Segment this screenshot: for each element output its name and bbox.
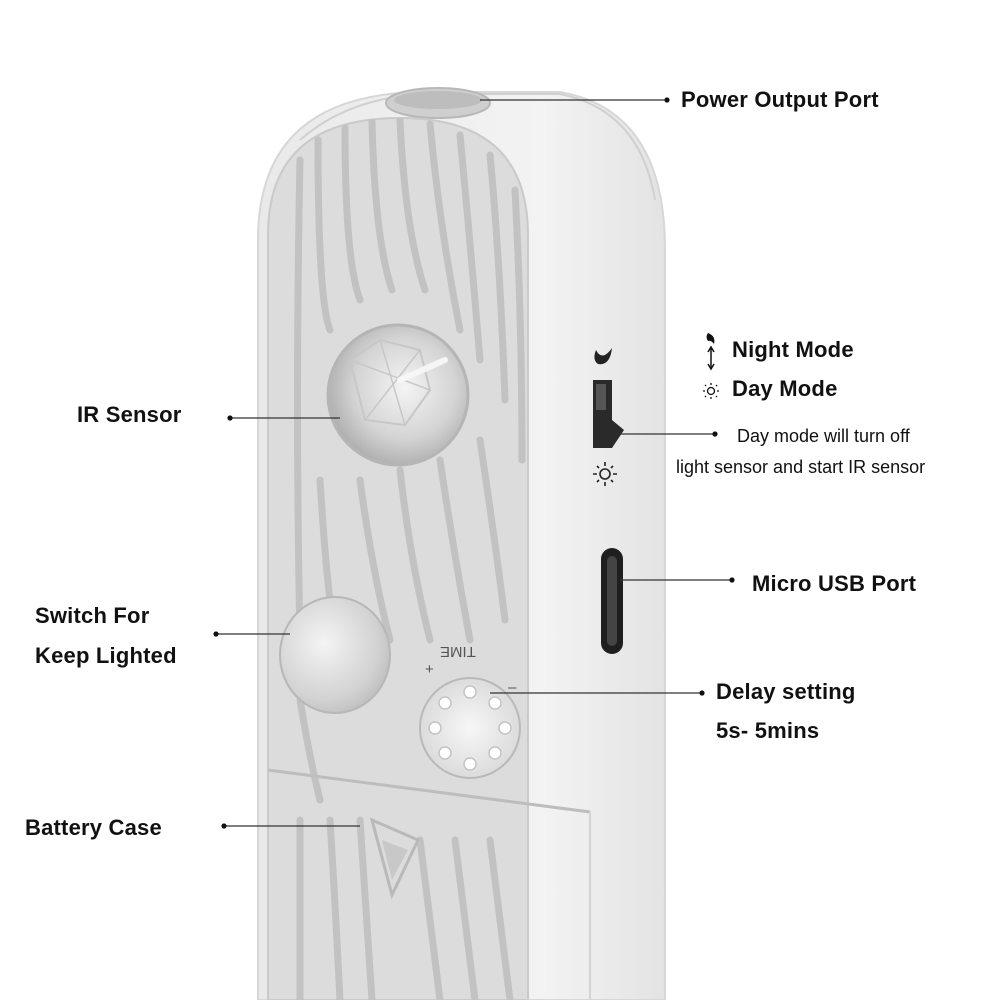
sun-icon	[703, 383, 719, 399]
mode-switch	[593, 380, 624, 448]
label-day-mode: Day Mode	[732, 376, 838, 401]
label-switch-line2: Keep Lighted	[35, 643, 177, 668]
battery-case	[267, 768, 591, 1000]
label-ir-sensor: IR Sensor	[77, 402, 182, 427]
micro-usb-port	[601, 548, 623, 654]
label-day-mode-note-line2: light sensor and start IR sensor	[676, 457, 926, 477]
label-switch-line1: Switch For	[35, 603, 150, 628]
label-micro-usb-port: Micro USB Port	[752, 571, 917, 596]
keep-lighted-button	[279, 596, 391, 714]
label-delay-setting-line2: 5s- 5mins	[716, 718, 820, 743]
up-down-arrow-icon	[707, 345, 715, 371]
power-output-port	[385, 87, 491, 119]
dial-minus-mark: –	[508, 679, 517, 696]
sun-icon	[593, 462, 617, 486]
label-day-mode-note-line1: Day mode will turn off	[737, 426, 910, 446]
label-power-output-port: Power Output Port	[681, 87, 879, 112]
ir-sensor-lens	[326, 323, 470, 467]
label-night-mode: Night Mode	[732, 337, 854, 362]
dial-plus-mark: +	[425, 661, 434, 678]
dial-time-label: TIME	[440, 643, 476, 660]
moon-icon	[594, 348, 612, 365]
delay-dial	[419, 677, 521, 779]
label-delay-setting-line1: Delay setting	[716, 679, 856, 704]
label-battery-case: Battery Case	[25, 815, 162, 840]
leader-lines	[213, 97, 735, 829]
moon-icon	[706, 333, 715, 344]
